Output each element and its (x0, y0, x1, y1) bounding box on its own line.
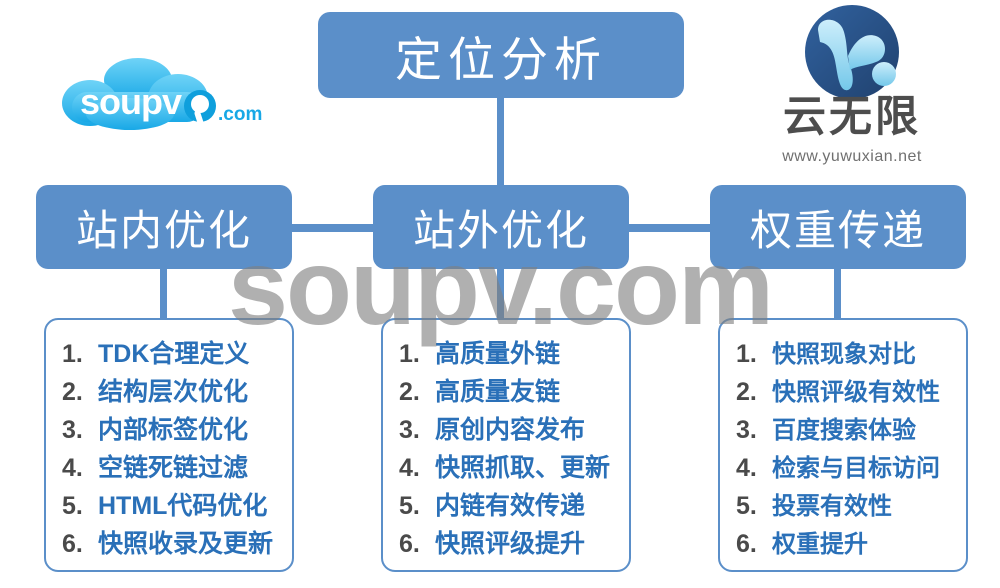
list-item: 6. 快照评级提升 (383, 524, 629, 562)
list-item-number: 2. (399, 378, 420, 406)
list-item: 1. 高质量外链 (383, 334, 629, 372)
list-item-label: HTML代码优化 (98, 492, 268, 520)
svg-text:.com: .com (218, 104, 262, 125)
title-box: 定位分析 (318, 12, 684, 98)
list-item-number: 4. (62, 454, 83, 482)
branch-box-off-site-optimization: 站外优化 (373, 185, 629, 269)
list-item-label: 原创内容发布 (435, 416, 586, 444)
yuwuxian-circle-icon (805, 5, 899, 99)
list-item: 4. 空链死链过滤 (46, 448, 292, 486)
list-item: 2. 高质量友链 (383, 372, 629, 410)
list-item-number: 1. (736, 340, 757, 368)
svg-text:soupv: soupv (80, 81, 182, 122)
list-item-number: 5. (62, 492, 83, 520)
list-item-number: 6. (399, 530, 420, 558)
list-item-number: 3. (62, 416, 83, 444)
list-item: 6. 快照收录及更新 (46, 524, 292, 562)
connector-branch-right-down (834, 228, 841, 320)
connector-branch-middle-down (497, 228, 504, 320)
list-item-label: 快照评级提升 (435, 530, 586, 558)
yuwuxian-name: 云无限 (783, 93, 921, 141)
list-item: 1. 快照现象对比 (720, 334, 966, 372)
list-item-number: 2. (736, 378, 757, 406)
list-item: 2. 结构层次优化 (46, 372, 292, 410)
list-item-number: 5. (736, 492, 757, 520)
list-item: 1. TDK合理定义 (46, 334, 292, 372)
list-item-number: 6. (736, 530, 757, 558)
list-item-number: 5. (399, 492, 420, 520)
list-item-label: 高质量友链 (435, 378, 561, 406)
branch-box-weight-transfer: 权重传递 (710, 185, 966, 269)
list-item: 3. 内部标签优化 (46, 410, 292, 448)
magnifier-icon (184, 90, 216, 126)
list-item-label: 高质量外链 (435, 340, 561, 368)
yuwuxian-logo: 云无限 www.yuwuxian.net (752, 4, 952, 176)
connector-title-to-branches (497, 96, 504, 192)
list-item-number: 4. (736, 454, 757, 482)
list-item-number: 2. (62, 378, 83, 406)
list-item: 5. HTML代码优化 (46, 486, 292, 524)
list-item: 3. 原创内容发布 (383, 410, 629, 448)
list-item: 4. 检索与目标访问 (720, 448, 966, 486)
connector-branch-left-down (160, 228, 167, 320)
list-item-label: 投票有效性 (772, 493, 892, 520)
list-item-label: 快照现象对比 (772, 341, 916, 368)
list-panel-off-site-optimization: 1. 高质量外链 2. 高质量友链 3. 原创内容发布 4. 快照抓取、更新 5… (381, 318, 631, 572)
branch-box-on-site-optimization: 站内优化 (36, 185, 292, 269)
list-panel-weight-transfer: 1. 快照现象对比 2. 快照评级有效性 3. 百度搜索体验 4. 检索与目标访… (718, 318, 968, 572)
yuwuxian-url: www.yuwuxian.net (782, 148, 922, 165)
list-panel-on-site-optimization: 1. TDK合理定义 2. 结构层次优化 3. 内部标签优化 4. 空链死链过滤… (44, 318, 294, 572)
list-item-label: 快照收录及更新 (98, 530, 274, 558)
list-item-number: 6. (62, 530, 83, 558)
list-item-label: 内部标签优化 (98, 416, 249, 444)
list-item-number: 4. (399, 454, 420, 482)
list-item: 6. 权重提升 (720, 524, 966, 562)
list-item-label: 内链有效传递 (435, 492, 586, 520)
list-item-label: 快照抓取、更新 (435, 454, 611, 482)
list-item-label: TDK合理定义 (98, 340, 250, 368)
list-item-number: 3. (736, 416, 757, 444)
list-item-label: 权重提升 (772, 531, 868, 558)
list-item-label: 快照评级有效性 (772, 379, 940, 406)
list-item-label: 检索与目标访问 (772, 455, 940, 482)
soupv-cloud-icon: soupv .com (62, 58, 262, 130)
list-item-label: 百度搜索体验 (772, 417, 916, 444)
list-item: 4. 快照抓取、更新 (383, 448, 629, 486)
list-item: 3. 百度搜索体验 (720, 410, 966, 448)
list-item: 5. 投票有效性 (720, 486, 966, 524)
list-item: 2. 快照评级有效性 (720, 372, 966, 410)
list-item-number: 3. (399, 416, 420, 444)
list-item: 5. 内链有效传递 (383, 486, 629, 524)
list-item-label: 空链死链过滤 (98, 454, 249, 482)
list-item-number: 1. (399, 340, 420, 368)
list-item-number: 1. (62, 340, 83, 368)
list-item-label: 结构层次优化 (98, 378, 249, 406)
soupv-logo: soupv .com (60, 58, 280, 150)
